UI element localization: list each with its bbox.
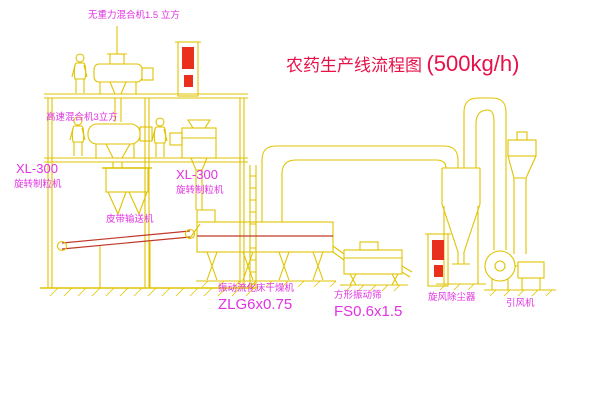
exhaust-stack — [507, 131, 537, 254]
cyclone-separator — [436, 167, 486, 291]
cyclone-outlet-duct — [463, 97, 507, 250]
label-sieve-model: FS0.6x1.5 — [334, 303, 402, 320]
control-box-right — [425, 233, 451, 287]
label-dryer-model: ZLG6x0.75 — [218, 296, 292, 313]
label-dryer-name: 振动流化床干燥机 — [218, 282, 295, 294]
belt-conveyor-machine — [56, 223, 201, 288]
label-sieve-name: 方形振动筛 — [334, 289, 382, 301]
label-granulator-left-name: 旋转制粒机 — [14, 178, 62, 190]
title-text: 农药生产线流程图 — [286, 56, 422, 75]
label-granulator-right-model: XL-300 — [176, 167, 218, 182]
ground-hatch — [49, 287, 255, 297]
label-zero-gravity-mixer: 无重力混合机1.5 立方 — [88, 9, 180, 21]
granulator-right-machine — [169, 119, 217, 210]
exhaust-duct — [261, 145, 459, 222]
control-box-top — [175, 41, 201, 97]
access-ladder — [249, 165, 257, 288]
vibrating-sieve-machine — [340, 241, 413, 292]
label-cyclone: 旋风除尘器 — [428, 291, 476, 303]
label-high-speed-mixer: 高速混合机3立方 — [46, 111, 118, 123]
high-speed-mixer-machine — [87, 123, 153, 168]
building-frame — [40, 93, 258, 297]
label-granulator-right-name: 旋转制粒机 — [176, 184, 224, 196]
granulator-left-machine — [102, 167, 152, 216]
fluid-bed-dryer-machine — [196, 209, 345, 288]
zero-gravity-mixer-machine — [93, 26, 154, 122]
induced-draft-fan-machine — [484, 250, 556, 297]
label-belt-conveyor: 皮带输送机 — [106, 213, 154, 225]
title-capacity: (500kg/h) — [426, 51, 519, 76]
person-figure — [151, 117, 168, 158]
diagram-title: 农药生产线流程图 (500kg/h) — [286, 51, 519, 76]
label-fan: 引风机 — [506, 297, 535, 309]
label-granulator-left-model: XL-300 — [16, 161, 58, 176]
person-figure — [71, 53, 88, 94]
